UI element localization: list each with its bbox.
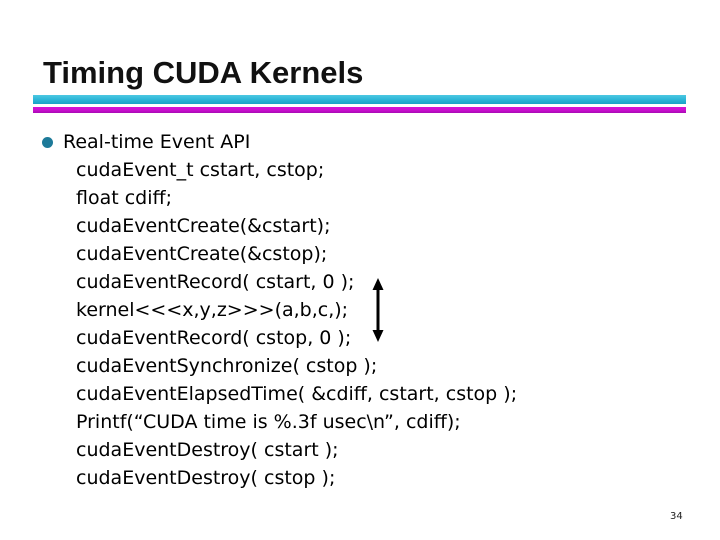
code-line: cudaEventDestroy( cstart ); [76,439,339,461]
code-line: cudaEventRecord( cstart, 0 ); [76,271,355,293]
bullet-dot-icon [42,137,53,148]
slide-body: Real-time Event API cudaEvent_t cstart, … [0,128,720,492]
page-number: 34 [670,511,683,522]
code-line: cudaEvent_t cstart, cstop; [76,159,325,181]
code-line: cudaEventRecord( cstop, 0 ); [76,327,352,349]
code-line: cudaEventCreate(&cstart); [76,215,331,237]
title-divider-magenta-bar [33,107,686,113]
code-line: cudaEventDestroy( cstop ); [76,467,336,489]
title-divider-cyan-bar [33,95,686,104]
slide-title: Timing CUDA Kernels [43,55,364,90]
code-line: Printf(“CUDA time is %.3f usec\n”, cdiff… [76,411,461,433]
code-line: cudaEventCreate(&cstop); [76,243,328,265]
code-line: cudaEventElapsedTime( &cdiff, cstart, cs… [76,383,518,405]
bullet-line: Real-time Event API [0,128,720,156]
code-line: kernel<<<x,y,z>>>(a,b,c,); [76,299,349,321]
code-line: cudaEventSynchronize( cstop ); [76,355,378,377]
code-line: float cdiff; [76,187,173,209]
bullet-label: Real-time Event API [63,131,251,153]
kernel-duration-double-arrow-icon [372,278,384,342]
